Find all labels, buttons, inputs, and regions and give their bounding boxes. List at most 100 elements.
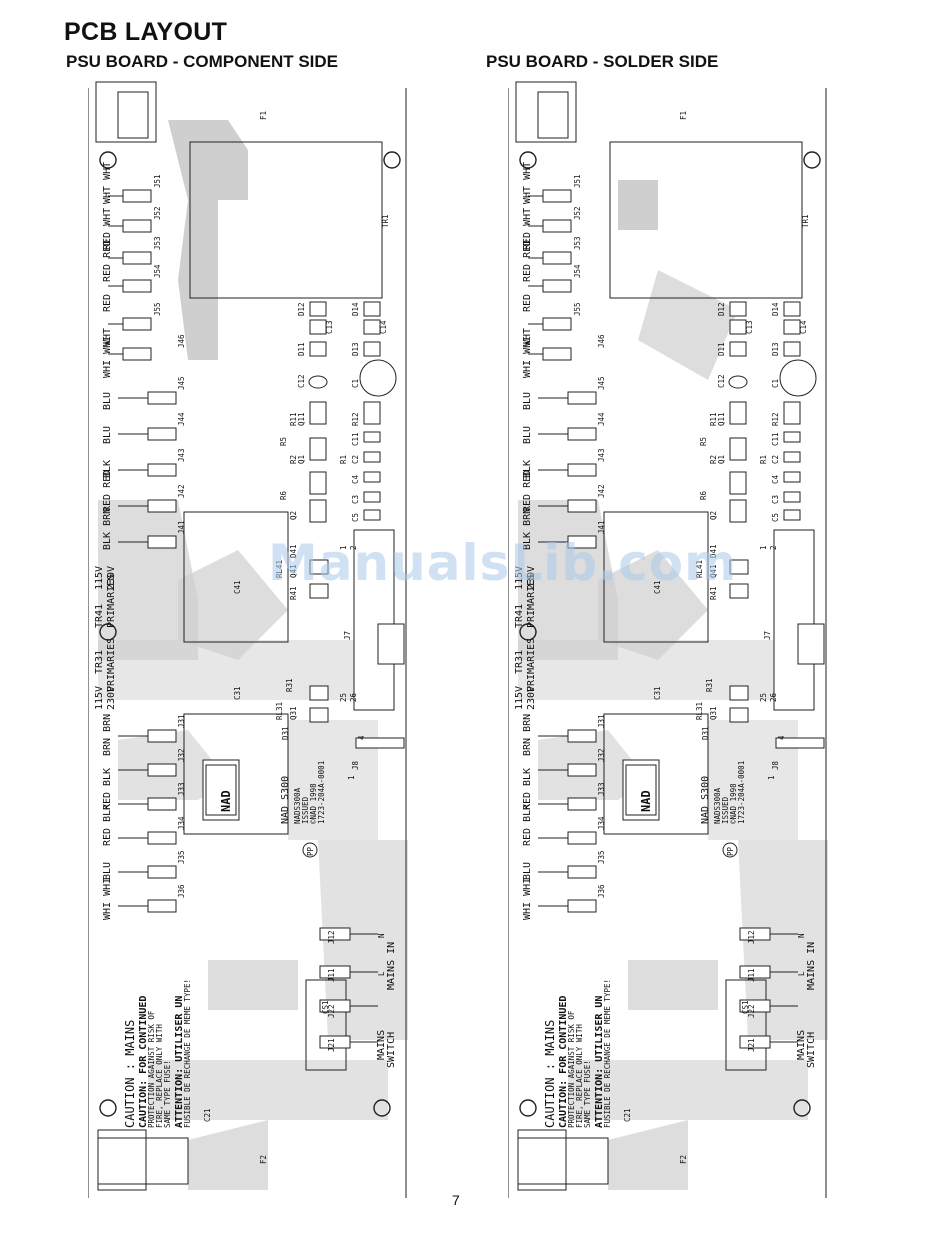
wire-color-j34: RED BLK <box>522 804 533 846</box>
caution-line-3: PROTECTION AGAINST RISK OF <box>567 1010 576 1128</box>
connector-j41: J41 <box>177 520 186 534</box>
label-c2: C2 <box>771 455 780 464</box>
page-title: PCB LAYOUT <box>64 18 228 46</box>
tr31-label: TR31 <box>94 650 105 674</box>
label-l: L <box>377 971 386 976</box>
fuse-f1-label: F1 <box>259 111 268 120</box>
label-c14: C14 <box>379 320 388 334</box>
wire-color-j46: WHI WHI <box>102 336 113 378</box>
label-pin26: 26 <box>769 692 778 702</box>
label-j12: J12 <box>747 930 756 944</box>
upper-connector-labels: J51 J52 J53 J54 J55 J46 J45 J44 J43 J42 … <box>102 162 186 550</box>
label-d13: D13 <box>351 342 360 356</box>
voltage-230v: 230V <box>526 566 537 590</box>
connector-j54: J54 <box>573 264 582 278</box>
label-r5: R5 <box>279 437 288 446</box>
connector-j34: J34 <box>597 816 606 830</box>
label-c2: C2 <box>351 455 360 464</box>
label-d41: D41 <box>709 544 718 558</box>
wire-color-j31: BRN BRN <box>522 714 533 756</box>
wire-color-j32: BLK <box>522 768 533 786</box>
label-c3: C3 <box>771 495 780 504</box>
label-j22: J22 <box>327 1004 336 1018</box>
model-label: NAD S300 <box>700 776 711 824</box>
label-j8: J8 <box>351 760 360 770</box>
model-label: NAD S300 <box>280 776 291 824</box>
label-n: N <box>797 933 806 938</box>
component-side-heading: PSU BOARD - COMPONENT SIDE <box>66 52 339 71</box>
wire-color-j35: BLU <box>522 862 533 880</box>
label-c12: C12 <box>717 374 726 388</box>
part-number-label: 1723-204A-0001 <box>317 761 326 824</box>
label-r6: R6 <box>699 490 708 500</box>
label-j12: J12 <box>327 930 336 944</box>
component-designators: D12 D14 C13 C14 D11 D13 C1 C12 R11 Q11 R… <box>699 302 808 522</box>
wire-color-j51: WHT WHT <box>522 162 533 204</box>
wire-color-j36: WHI WHI <box>102 878 113 920</box>
connector-j43: J43 <box>597 448 606 462</box>
wire-color-j34: RED BLK <box>102 804 113 846</box>
label-q41: Q41 <box>709 564 718 578</box>
pcb-code-label: NADS300A <box>293 787 302 824</box>
transformer-tr1-label: TR1 <box>381 214 390 228</box>
label-r5: R5 <box>699 437 708 446</box>
issue-label: ISSUED <box>301 796 310 824</box>
mounting-holes <box>99 151 401 1117</box>
label-d11: D11 <box>297 342 306 356</box>
voltage-230v-lower: 230V <box>106 686 117 710</box>
attention-line-2: FUSIBLE DE RECHANGE DE MEME TYPE! <box>183 979 192 1128</box>
mounting-holes <box>519 151 821 1117</box>
connector-j55: J55 <box>153 302 162 316</box>
connector-j32: J32 <box>177 748 186 762</box>
label-r41: R41 <box>289 586 298 600</box>
label-mains-switch-1: MAINS <box>796 1030 807 1060</box>
voltage-115v: 115V <box>514 566 525 590</box>
label-mains-in: MAINS IN <box>386 942 397 990</box>
label-j8-pin4: 4 <box>777 735 786 740</box>
label-q2: Q2 <box>709 511 718 520</box>
label-r31: R31 <box>285 678 294 692</box>
label-j11: J11 <box>747 968 756 982</box>
label-d14: D14 <box>771 302 780 316</box>
label-q31: Q31 <box>709 706 718 720</box>
wire-color-j46: WHI WHI <box>522 336 533 378</box>
label-r31: R31 <box>705 678 714 692</box>
connector-j33: J33 <box>177 782 186 796</box>
caution-line-5: SAME TYPE FUSE! <box>583 1060 592 1128</box>
nad-logo: NAD <box>639 790 653 812</box>
connector-j45: J45 <box>177 376 186 390</box>
label-mains-switch-2: SWITCH <box>386 1032 397 1068</box>
label-c13: C13 <box>325 320 334 334</box>
wire-color-j52: RED WHT <box>522 208 533 250</box>
label-n: N <box>377 933 386 938</box>
connector-j52: J52 <box>573 206 582 220</box>
wire-color-j33: RED <box>522 792 533 810</box>
label-pin1: 1 <box>339 545 348 550</box>
wire-color-j44: BLU <box>102 426 113 444</box>
wire-color-j41: BLK BRN <box>522 508 533 550</box>
connector-j35: J35 <box>177 850 186 864</box>
wire-color-j53: RED RED <box>102 240 113 282</box>
connector-j55: J55 <box>573 302 582 316</box>
caution-line-1: CAUTION : MAINS <box>123 1020 137 1128</box>
voltage-115v: 115V <box>94 566 105 590</box>
tr31-primaries: PRIMARIES <box>526 638 537 692</box>
label-d14: D14 <box>351 302 360 316</box>
label-rl41: RL41 <box>275 560 284 578</box>
label-d13: D13 <box>771 342 780 356</box>
voltage-115v-lower: 115V <box>514 686 525 710</box>
label-q2: Q2 <box>289 511 298 520</box>
tr31-label: TR31 <box>514 650 525 674</box>
label-mains-in: MAINS IN <box>806 942 817 990</box>
label-pin2: 2 <box>769 545 778 550</box>
caution-line-2: CAUTION: FOR CONTINUED <box>558 996 569 1128</box>
connector-j46: J46 <box>177 334 186 348</box>
caution-block: CAUTION : MAINS CAUTION: FOR CONTINUED P… <box>543 979 612 1128</box>
label-c21: C21 <box>623 1108 632 1122</box>
page-number: 7 <box>452 1192 460 1208</box>
tr41-label-group: 115V 230V TR41 PRIMARIES <box>514 566 537 628</box>
label-r12: R12 <box>351 412 360 426</box>
label-cs1: CS1 <box>741 1000 750 1014</box>
label-j22: J22 <box>747 1004 756 1018</box>
label-r1: R1 <box>339 455 348 464</box>
